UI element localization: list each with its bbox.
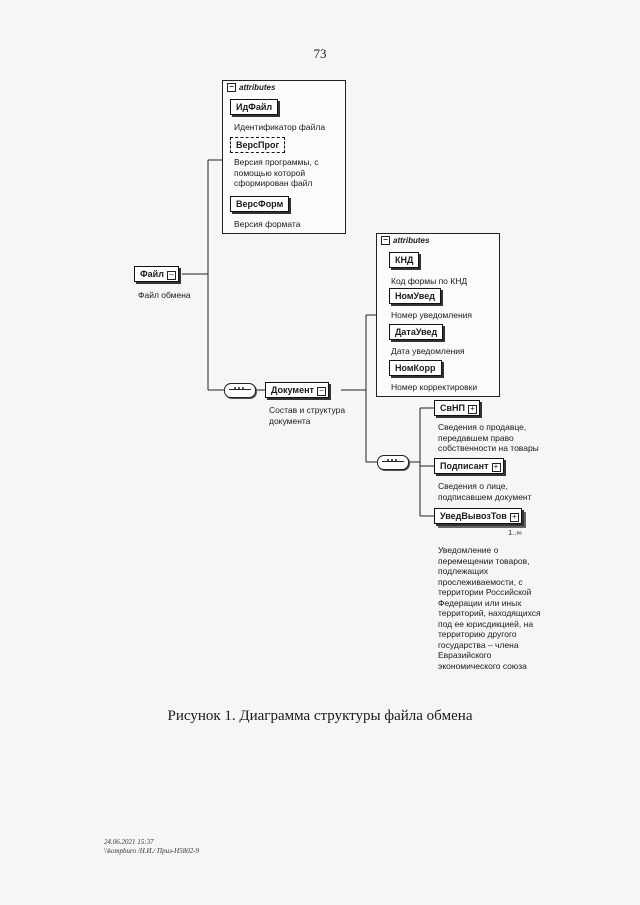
attr-versprog-desc: Версия программы, с помощью которой сфор…: [234, 157, 319, 188]
root-element-desc: Файл обмена: [138, 290, 191, 300]
element-podpisant[interactable]: Подписант +: [434, 458, 504, 474]
element-svnp-desc: Сведения о продавце, передавшем право со…: [438, 422, 539, 453]
root-element-label: Файл: [140, 269, 164, 279]
footer-path: \\kompburo /Н.И./ Приз-Н5802-9: [104, 847, 200, 855]
attr-knd[interactable]: КНД: [389, 252, 420, 268]
attr-nomkorr-desc: Номер корректировки: [391, 382, 478, 392]
collapse-icon[interactable]: −: [166, 271, 176, 280]
element-uvedvyvoztov-label: УведВывозТов: [440, 511, 507, 521]
element-podpisant-desc: Сведения о лице, подписавшем документ: [438, 481, 532, 502]
collapse-icon[interactable]: −: [381, 236, 390, 245]
footer-stamp: 24.06.2021 15:37 \\kompburo /Н.И./ Приз-…: [104, 838, 199, 856]
element-uvedvyvoztov[interactable]: УведВывозТов +: [434, 508, 522, 524]
attributes-header: −attributes: [381, 236, 429, 245]
attributes-label: attributes: [239, 83, 276, 92]
element-document[interactable]: Документ −: [265, 382, 329, 398]
expand-icon[interactable]: +: [509, 513, 519, 522]
sequence-compositor-1: [224, 383, 256, 398]
attributes-label: attributes: [393, 236, 430, 245]
attr-datauved-desc: Дата уведомления: [391, 346, 465, 356]
attr-idfile[interactable]: ИдФайл: [230, 99, 279, 115]
element-uvedvyvoztov-desc: Уведомление о перемещении товаров, подле…: [438, 545, 541, 671]
attr-versprog[interactable]: ВерсПрог: [230, 137, 286, 153]
element-document-label: Документ: [271, 385, 314, 395]
element-document-desc: Состав и структура документа: [269, 405, 346, 426]
multiplicity-label: 1..∞: [508, 528, 522, 537]
attr-idfile-desc: Идентификатор файла: [234, 122, 326, 132]
page-number: 73: [313, 46, 327, 61]
footer-timestamp: 24.06.2021 15:37: [104, 838, 154, 846]
attr-nomuved[interactable]: НомУвед: [389, 288, 441, 304]
sequence-compositor-2: [377, 455, 409, 470]
collapse-icon[interactable]: −: [227, 83, 236, 92]
attributes-header: −attributes: [227, 83, 275, 92]
attr-nomkorr[interactable]: НомКорр: [389, 360, 442, 376]
expand-icon[interactable]: +: [468, 405, 478, 414]
root-element-file[interactable]: Файл −: [134, 266, 179, 282]
attr-versform[interactable]: ВерсФорм: [230, 196, 290, 212]
collapse-icon[interactable]: −: [316, 387, 326, 396]
element-svnp[interactable]: СвНП +: [434, 400, 481, 416]
element-podpisant-label: Подписант: [440, 461, 489, 471]
attr-versform-desc: Версия формата: [234, 219, 301, 229]
attr-knd-desc: Код формы по КНД: [391, 276, 468, 286]
element-svnp-label: СвНП: [440, 403, 466, 413]
attr-datauved[interactable]: ДатаУвед: [389, 324, 444, 340]
figure-caption: Рисунок 1. Диаграмма структуры файла обм…: [167, 708, 473, 724]
expand-icon[interactable]: +: [491, 463, 501, 472]
attr-nomuved-desc: Номер уведомления: [391, 310, 472, 320]
